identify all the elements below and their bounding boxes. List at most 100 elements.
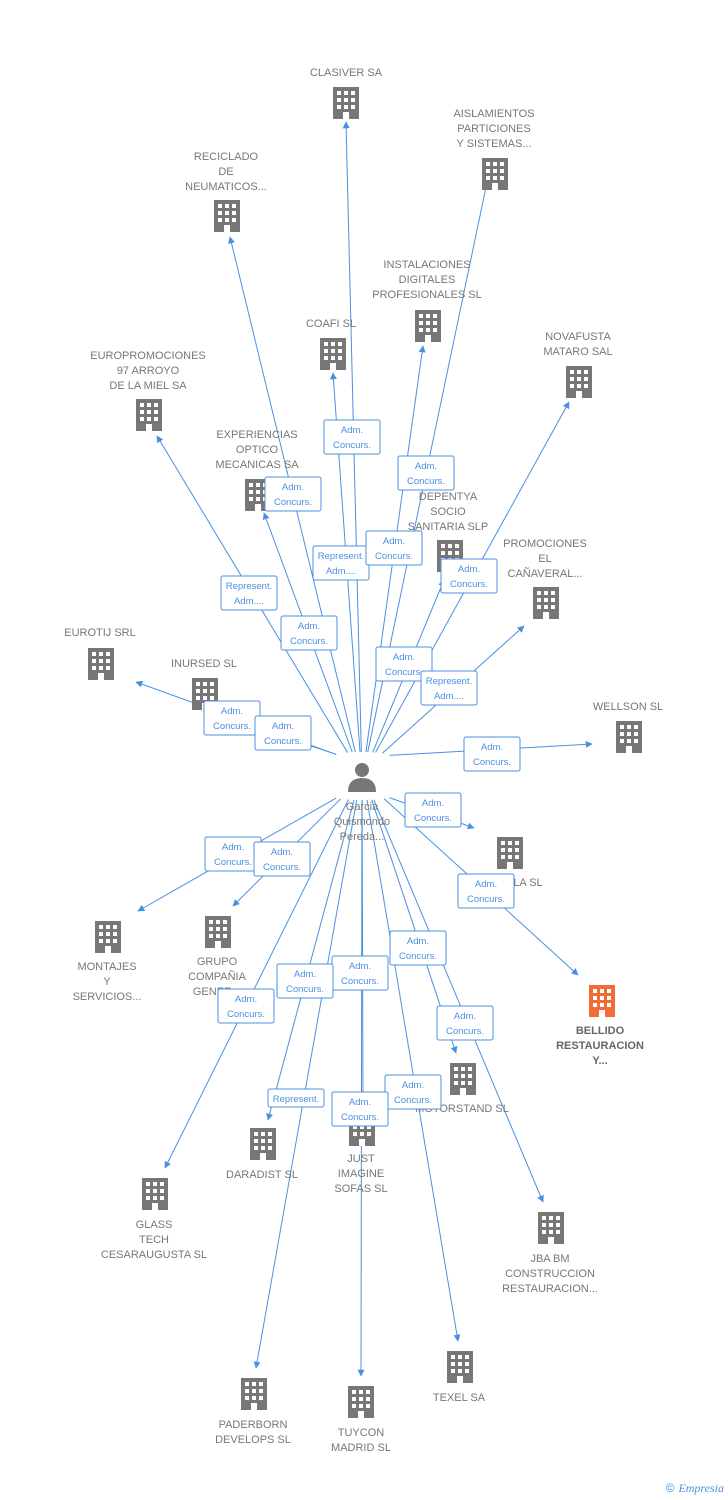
person-icon [348, 763, 376, 792]
role-label-box[interactable]: Adm.Concurs. [404, 792, 462, 828]
company-node-bellido[interactable]: BELLIDORESTAURACIONY... [556, 985, 644, 1067]
role-label-text: Concurs. [467, 894, 505, 905]
company-label-line: PARTICIONES [457, 123, 531, 135]
role-label-text: Adm. [298, 621, 320, 632]
company-label-line: DE LA MIEL SA [109, 380, 187, 392]
role-label-text: Concurs. [213, 721, 251, 732]
company-label-line: OPTICO [236, 444, 279, 456]
role-label-box[interactable]: Adm.Concurs. [440, 558, 498, 594]
company-node-wellson[interactable]: WELLSON SL [593, 701, 663, 753]
role-label-text: Adm. [454, 1011, 476, 1022]
role-label-box[interactable]: Adm.Concurs. [463, 736, 521, 772]
building-icon [88, 648, 114, 680]
role-label-box[interactable]: Adm.Concurs. [217, 988, 275, 1024]
person-name-line: Garcia [346, 801, 379, 813]
role-label-text: Adm. [349, 1097, 371, 1108]
company-node-reciclado[interactable]: RECICLADODENEUMATICOS... [185, 151, 267, 232]
company-node-montajes[interactable]: MONTAJESYSERVICIOS... [73, 921, 142, 1003]
role-label-box[interactable]: Adm.Concurs. [384, 1074, 442, 1110]
role-label-box[interactable]: Adm.Concurs. [204, 836, 262, 872]
role-label-text: Adm. [282, 482, 304, 493]
role-label-box[interactable]: Represent.Adm.... [312, 545, 370, 581]
company-label-line: EXPERIENCIAS [216, 429, 297, 441]
role-label-text: Represent. [426, 676, 472, 687]
role-label-box[interactable]: Adm.Concurs. [203, 700, 261, 736]
role-label-box[interactable]: Adm.Concurs. [397, 455, 455, 491]
role-label-text: Concurs. [274, 497, 312, 508]
role-label-box[interactable]: Represent.Adm.... [420, 670, 478, 706]
company-node-eurotij[interactable]: EUROTIJ SRL [64, 627, 136, 680]
company-label-line: INSTALACIONES [383, 259, 470, 271]
role-label-box[interactable]: Adm. Concurs. [264, 476, 322, 512]
role-label-text: Adm. [235, 994, 257, 1005]
role-label-box[interactable]: Represent.Adm.... [220, 575, 278, 611]
company-node-grupo[interactable]: GRUPOCOMPAÑIAGENER... [188, 916, 247, 998]
role-label-box[interactable]: Adm.Concurs. [457, 873, 515, 909]
building-icon [205, 916, 231, 948]
company-label-line: DARADIST SL [226, 1169, 298, 1181]
center-person[interactable]: GarciaQuismondoPereda... [334, 763, 390, 843]
footer-brand: ©Empresia [666, 1481, 724, 1496]
company-label-line: EL [538, 553, 551, 565]
role-label-box[interactable]: Adm.Concurs. [331, 955, 389, 991]
role-label-box[interactable]: Adm. Concurs. [253, 841, 311, 877]
company-label-line: EUROTIJ SRL [64, 627, 136, 639]
role-label-box[interactable]: Represent. [267, 1088, 325, 1108]
edge-glasstech [164, 799, 349, 1169]
role-label-text: Concurs. [264, 736, 302, 747]
brand-logo-text: Empresia [678, 1481, 724, 1495]
role-label-box[interactable]: Adm.Concurs. [365, 530, 423, 566]
building-icon [566, 366, 592, 398]
role-label-box[interactable]: Adm. Concurs. [254, 715, 312, 751]
role-label-box[interactable]: Adm.Concurs. [436, 1005, 494, 1041]
company-label-line: JBA BM [530, 1253, 569, 1265]
company-label-line: WELLSON SL [593, 701, 663, 713]
role-label-text: Concurs. [375, 551, 413, 562]
role-label-box[interactable]: Adm.Concurs. [331, 1091, 389, 1127]
company-node-inursed[interactable]: INURSED SL [171, 658, 237, 710]
company-node-clasiver[interactable]: CLASIVER SA [310, 67, 383, 119]
company-label-line: CONSTRUCCION [505, 1268, 595, 1280]
role-label-text: Concurs. [263, 862, 301, 873]
role-label-text: Adm.... [234, 596, 264, 607]
person-name-line: Quismondo [334, 816, 390, 828]
role-label-text: Adm.... [326, 566, 356, 577]
company-node-jbabm[interactable]: JBA BM CONSTRUCCION RESTAURACION... [502, 1212, 598, 1295]
role-label-box[interactable]: Adm.Concurs. [375, 646, 433, 682]
role-label-text: Represent. [273, 1094, 319, 1105]
company-node-daradist[interactable]: DARADIST SL [226, 1128, 298, 1181]
role-label-text: Concurs. [385, 667, 423, 678]
company-label-line: SOFAS SL [334, 1183, 387, 1195]
role-label-text: Concurs. [399, 951, 437, 962]
role-label-text: Adm. [271, 847, 293, 858]
company-label-line: BELLIDO [576, 1025, 625, 1037]
role-label-box[interactable]: Adm.Concurs. [276, 963, 334, 999]
building-icon [250, 1128, 276, 1160]
company-node-promociones[interactable]: PROMOCIONESELCAÑAVERAL... [503, 538, 587, 619]
role-label-box[interactable]: Adm.Concurs. [280, 615, 338, 651]
role-label-box[interactable]: Adm.Concurs. [323, 419, 381, 455]
company-node-texel[interactable]: TEXEL SA [433, 1351, 486, 1404]
role-label-box[interactable]: Adm.Concurs. [389, 930, 447, 966]
edge-paderborn [253, 799, 358, 1369]
company-label-line: RECICLADO [194, 151, 259, 163]
edge-jbabm [373, 799, 544, 1203]
company-label-line: Y [103, 976, 111, 988]
role-label-text: Adm. [272, 721, 294, 732]
role-label-text: Concurs. [450, 579, 488, 590]
company-label-line: RESTAURACION... [502, 1283, 598, 1295]
role-label-text: Adm. [481, 742, 503, 753]
company-node-lasl[interactable]: LA SL [497, 837, 543, 889]
role-label-text: Concurs. [394, 1095, 432, 1106]
company-node-coafi[interactable]: COAFI SL [306, 318, 356, 370]
